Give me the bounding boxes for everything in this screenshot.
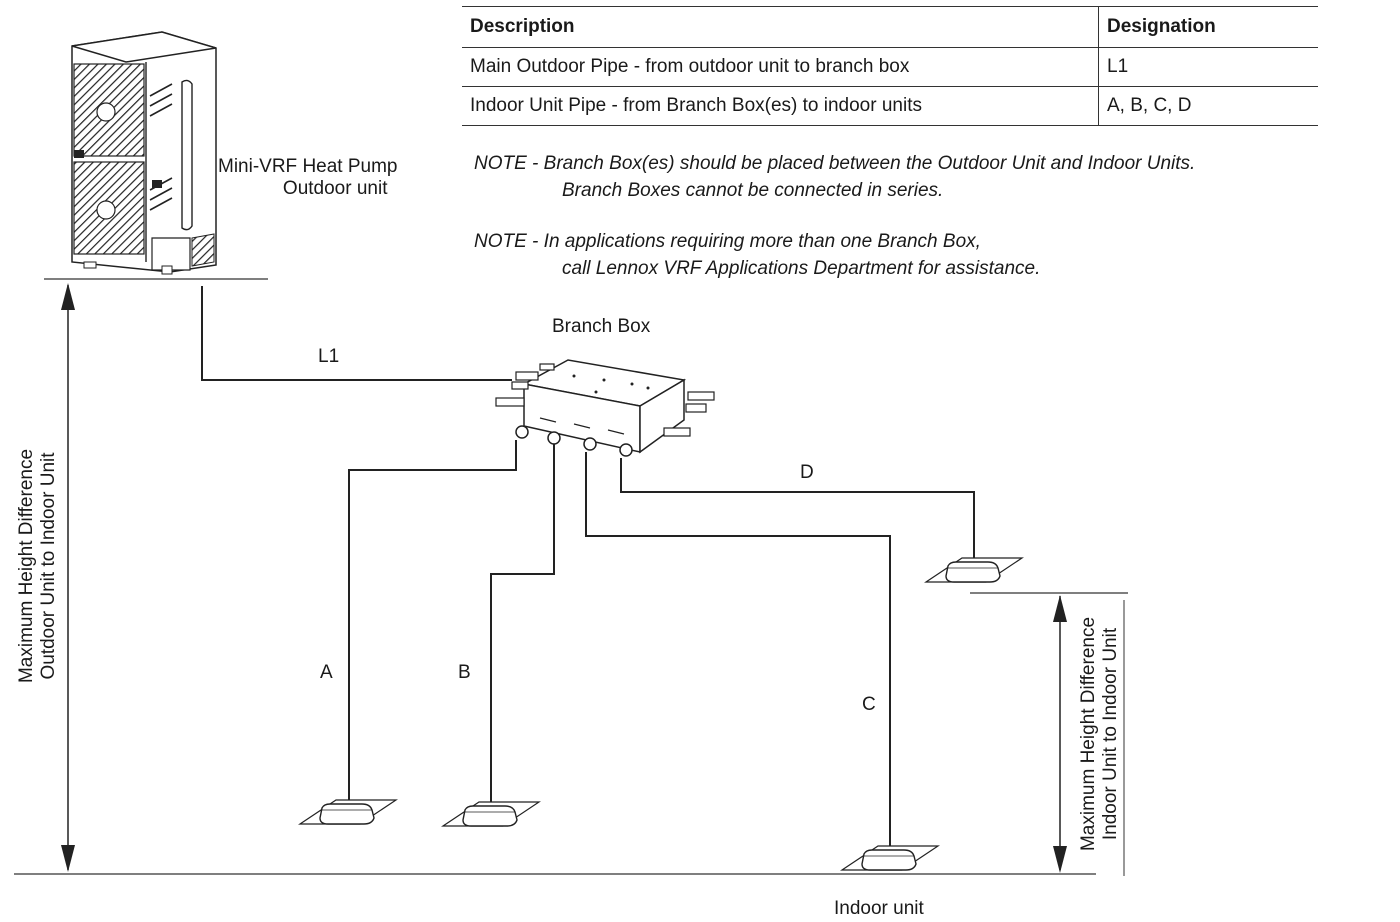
indoor-unit-a-icon	[299, 799, 397, 825]
table-row: Main Outdoor Pipe - from outdoor unit to…	[462, 47, 1318, 87]
indoor-unit-b-icon	[442, 801, 540, 827]
pipe-d-label: D	[800, 462, 814, 483]
note-1-line-1: NOTE - Branch Box(es) should be placed b…	[474, 153, 1196, 174]
outdoor-unit-label-line1: Mini-VRF Heat Pump	[218, 156, 398, 177]
right-height-label-line2: Indoor Unit to Indoor Unit	[1100, 627, 1121, 841]
pipe-l1	[201, 286, 512, 381]
outdoor-unit-label: Mini-VRF Heat Pump Outdoor unit	[218, 156, 398, 200]
indoor-unit-c-icon	[841, 845, 939, 871]
left-height-label-line2: Outdoor Unit to Indoor Unit	[38, 452, 59, 680]
left-height-label-line1: Maximum Height Difference	[16, 448, 37, 684]
pipe-b	[490, 444, 555, 802]
pipe-c	[585, 452, 891, 848]
table-cell-designation: A, B, C, D	[1098, 86, 1318, 126]
height-dimension-left	[61, 283, 75, 872]
notes-block: NOTE - Branch Box(es) should be placed b…	[474, 150, 1195, 282]
branch-box-icon	[495, 359, 715, 457]
pipe-l1-label: L1	[318, 346, 340, 367]
table-cell-description: Indoor Unit Pipe - from Branch Box(es) t…	[462, 86, 1099, 126]
indoor-unit-d-icon	[925, 557, 1023, 583]
outdoor-unit-label-line2: Outdoor unit	[282, 178, 388, 199]
pipe-a-label: A	[320, 662, 333, 683]
table-cell-designation: L1	[1098, 47, 1318, 87]
right-height-label-line1: Maximum Height Difference	[1078, 616, 1099, 852]
branch-box-label: Branch Box	[552, 316, 651, 337]
column-header-description: Description	[462, 6, 1099, 48]
height-dimension-right	[970, 592, 1128, 876]
column-header-designation: Designation	[1098, 6, 1318, 48]
pipe-designation-table: Description Designation Main Outdoor Pip…	[462, 6, 1318, 126]
indoor-unit-label: Indoor unit	[834, 898, 924, 919]
note-2-line-2: call Lennox VRF Applications Department …	[562, 258, 1041, 279]
table-cell-description: Main Outdoor Pipe - from outdoor unit to…	[462, 47, 1099, 87]
outdoor-unit-icon	[71, 31, 217, 275]
pipe-b-label: B	[458, 662, 471, 683]
pipe-a	[348, 440, 517, 800]
note-1-line-2: Branch Boxes cannot be connected in seri…	[562, 180, 944, 201]
table-header-row: Description Designation	[462, 6, 1318, 48]
right-height-label: Maximum Height Difference Indoor Unit to…	[1078, 584, 1122, 884]
table-row: Indoor Unit Pipe - from Branch Box(es) t…	[462, 86, 1318, 126]
left-height-label: Maximum Height Difference Outdoor Unit t…	[16, 416, 60, 716]
pipe-d	[620, 458, 975, 560]
pipe-c-label: C	[862, 694, 876, 715]
note-2-line-1: NOTE - In applications requiring more th…	[474, 231, 981, 252]
